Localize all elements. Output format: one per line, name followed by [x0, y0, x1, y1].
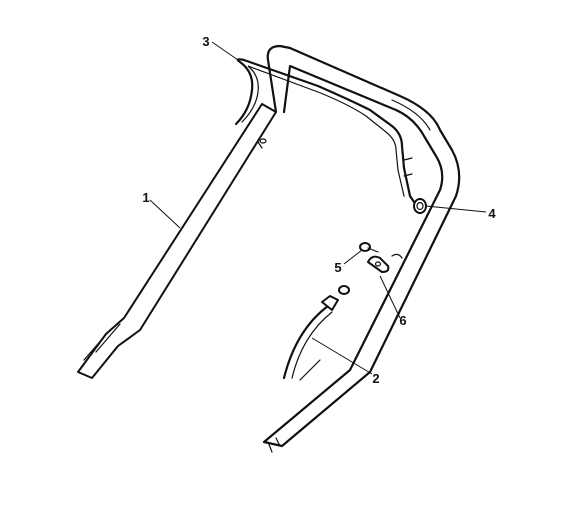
- leader-lines: [149, 41, 487, 375]
- knob: [413, 198, 427, 214]
- upper-handle-loop: [262, 44, 461, 453]
- callout-6: 6: [399, 313, 406, 328]
- callout-1: 1: [142, 190, 149, 205]
- control-bar: [234, 58, 416, 204]
- callout-2: 2: [372, 371, 379, 386]
- cable: [282, 285, 350, 380]
- callout-3: 3: [202, 34, 209, 49]
- bolt: [359, 242, 379, 253]
- callout-4: 4: [488, 206, 496, 221]
- left-lower-handle: [77, 103, 277, 379]
- callout-5: 5: [334, 260, 341, 275]
- clip: [367, 253, 403, 273]
